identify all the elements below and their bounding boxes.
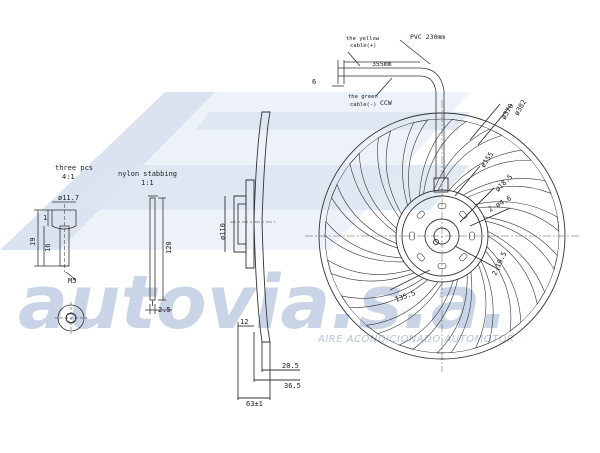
fan-blade [402,119,429,206]
fan-blade [377,130,402,219]
screw-thread: M5 [68,277,76,285]
fan-blade [365,281,444,335]
fan-blade [483,216,558,271]
fan-blade [475,201,560,232]
cable-green-label-2: cable(-) [350,102,377,108]
side-dim-63: 63±1 [246,400,263,408]
screw-head-dim: ø11.7 [58,194,79,202]
front-dim-382: ø382 [513,98,528,117]
front-dim-155: ø155 [479,151,495,169]
screw-dim-19: 19 [29,238,37,246]
fan-blade [485,246,522,332]
cable-green-label: the green [348,94,378,100]
fan-blade [448,149,533,192]
rotation-direction: CCW [380,99,392,107]
nylon-stabbing-part [145,195,172,314]
hub-slot [459,253,468,262]
fan-blade [398,279,458,350]
fan-side-view [224,111,300,400]
fan-blade [487,231,546,305]
cable-yellow-label: the yellow [346,36,380,42]
watermark-logo [0,92,470,250]
side-dim-20-5: 20.5 [282,362,299,370]
screw-dim-16: 16 [44,244,52,252]
nylon-thickness: 2.5 [158,306,171,314]
screw-title: three pcs [55,164,93,172]
fan-blade [324,220,404,263]
screw-scale: 4:1 [62,173,75,181]
fan-blade [419,119,467,196]
nylon-title: nylon stabbing [118,170,177,178]
fan-front-view [305,100,580,372]
cable-yellow-label-2: cable(+) [350,43,377,49]
hub-slot [416,210,425,219]
fan-blade [349,152,397,234]
fan-blade [463,178,552,198]
fan-blade [327,259,415,282]
front-dim-18-5: ø18.5 [494,173,515,194]
fan-blade [474,260,494,349]
front-dim-4-6: 2-ø4.6 [487,194,513,214]
screw-part [34,201,87,334]
nylon-scale: 1:1 [141,179,154,187]
hub-slot [416,253,425,262]
cable-assembly [332,39,445,180]
cable-length: 355mm [372,60,392,68]
hub-slot [469,231,475,241]
side-dim-36-5: 36.5 [284,382,301,390]
fan-blade [340,277,429,308]
cable-dim-6: 6 [312,78,316,86]
cable-pvc-label: PVC 230mm [410,33,445,41]
fan-blade [433,128,503,191]
nylon-length: 120 [165,241,173,254]
screw-dim-1: 1 [43,214,47,222]
hub-slot [437,203,447,209]
hub-slot [409,231,415,241]
side-hub-dim: ø110 [219,223,227,240]
hub-slot [459,210,468,219]
fan-blade [436,271,473,354]
watermark-tagline: AIRE ACONDICIONADO AUTOMOTOR [317,334,515,345]
hub-slot [437,263,447,269]
side-dim-12: 12 [240,318,248,326]
fan-blade [331,183,398,249]
